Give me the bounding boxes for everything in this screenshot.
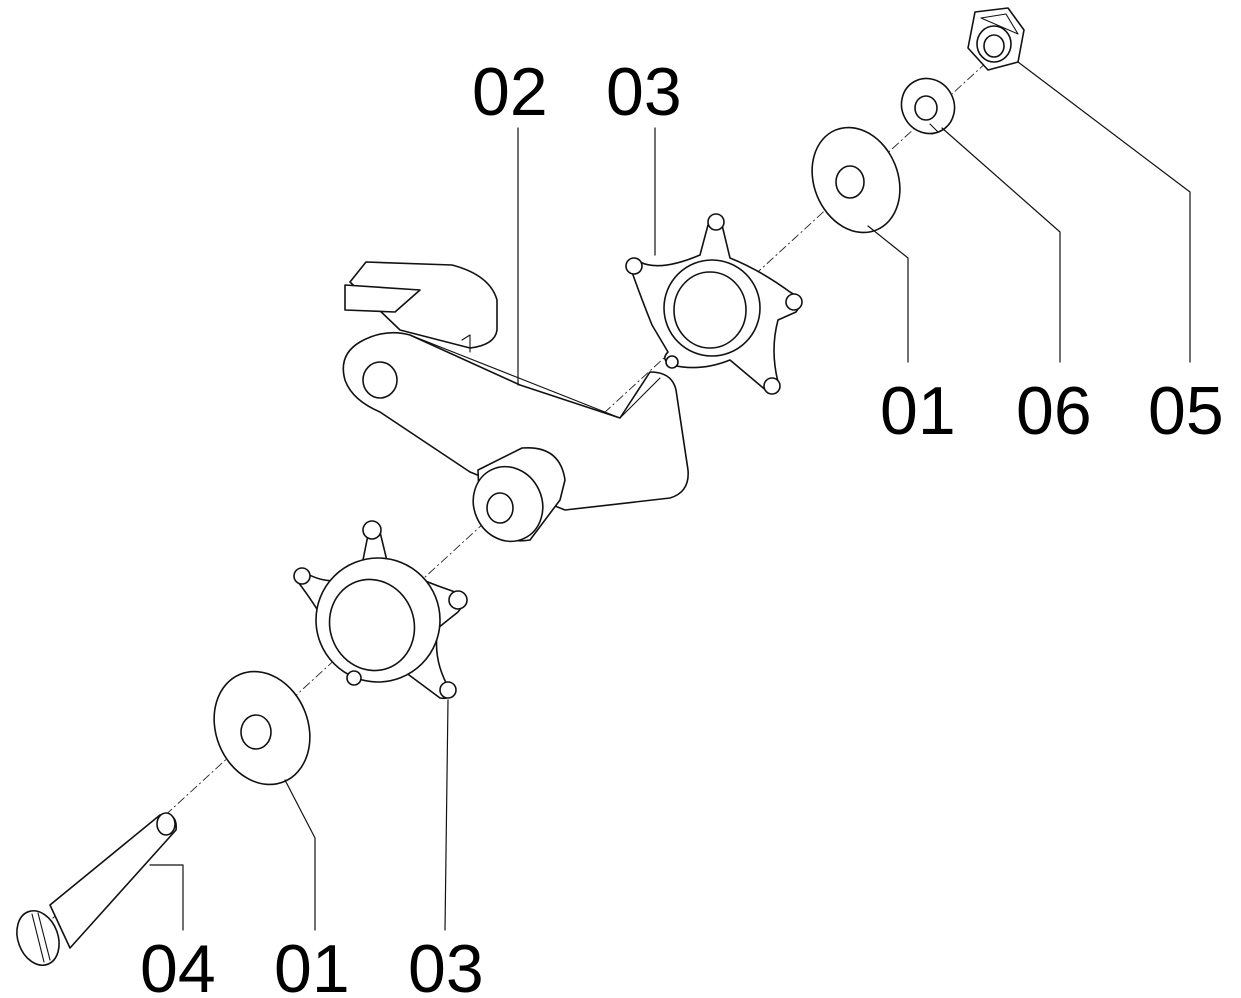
callout-03-top: 03 — [606, 54, 682, 130]
flat-washer-lower — [213, 670, 311, 786]
star-knob-upper — [625, 213, 803, 395]
callout-04: 04 — [140, 931, 216, 998]
lock-washer — [900, 77, 956, 135]
star-knob-lower — [293, 520, 468, 700]
leader-06 — [941, 127, 1061, 363]
leader-lines — [149, 61, 1191, 931]
callout-02: 02 — [472, 54, 548, 130]
callout-01-right: 01 — [880, 373, 956, 449]
callout-03-bottom: 03 — [408, 931, 484, 998]
callout-01-bottom: 01 — [274, 931, 350, 998]
slotted-screw — [16, 812, 177, 966]
callout-06: 06 — [1016, 373, 1092, 449]
leader-01-bottom — [284, 779, 316, 931]
hex-nut — [967, 7, 1025, 71]
leader-04 — [149, 864, 184, 931]
leader-05 — [1017, 61, 1191, 363]
leader-01-right — [867, 225, 909, 363]
leader-03-bottom — [444, 699, 449, 931]
callout-05: 05 — [1148, 373, 1224, 449]
lever-arm — [342, 261, 689, 543]
callouts: 02 03 01 06 05 04 01 03 — [140, 54, 1224, 998]
flat-washer-upper — [811, 126, 901, 234]
